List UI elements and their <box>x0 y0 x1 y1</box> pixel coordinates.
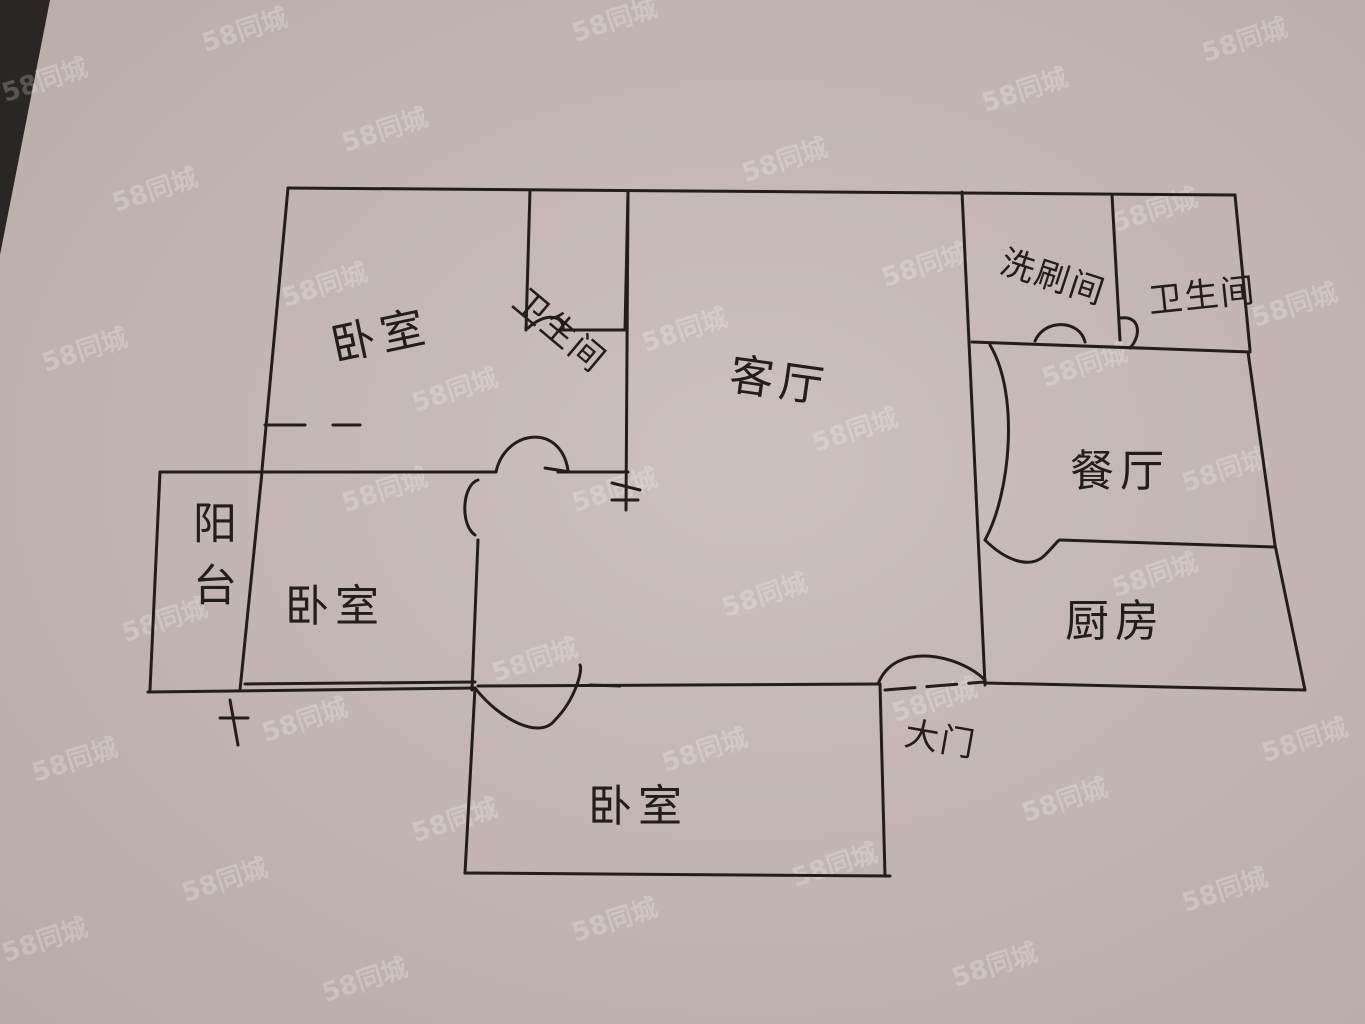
room-label-bedroom-middle-left: 卧室 <box>285 581 385 632</box>
room-label-living-room: 客厅 <box>726 349 833 414</box>
room-label-balcony: 阳台 <box>185 500 236 624</box>
room-label-bedroom-bottom: 卧室 <box>588 781 688 832</box>
room-label-dining-room: 餐厅 <box>1070 446 1170 497</box>
room-label-kitchen: 厨房 <box>1065 596 1165 647</box>
